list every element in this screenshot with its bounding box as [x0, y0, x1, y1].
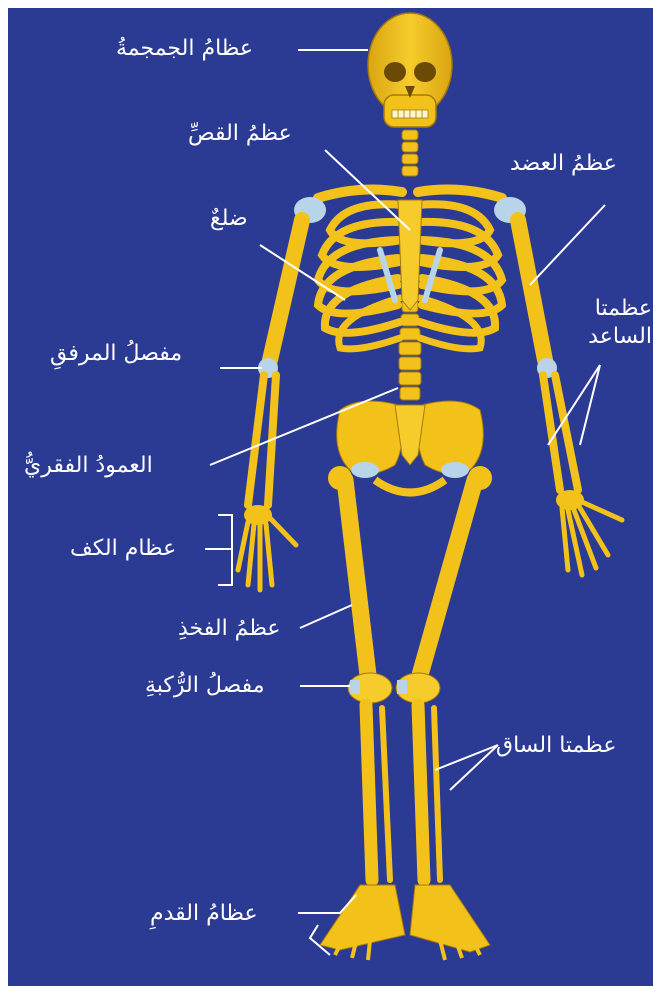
leader-leg-1: [435, 745, 498, 770]
leader-forearm-2: [580, 365, 600, 445]
label-elbow: مفصلُ المرفقِ: [50, 340, 182, 368]
label-spine: العمودُ الفقريُّ: [24, 452, 153, 480]
label-skull: عظامُ الجمجمةُ: [116, 35, 253, 63]
skull: [368, 13, 452, 127]
leader-humerus: [530, 205, 605, 285]
label-forearm: عظمتا الساعد: [572, 295, 652, 351]
label-foot: عظامُ القدمِ: [150, 900, 258, 928]
label-femur: عظمُ الفخذِ: [178, 615, 281, 643]
pelvis: [337, 401, 484, 493]
label-sternum: عظمُ القصِّ: [188, 120, 292, 148]
label-rib: ضلعٌ: [210, 205, 248, 233]
leader-femur: [300, 605, 352, 628]
sternum: [398, 200, 422, 310]
feet: [320, 885, 490, 960]
label-knee: مفصلُ الرُّكبةِ: [145, 672, 265, 700]
label-humerus: عظمُ العضد: [510, 150, 617, 178]
label-leg: عظمتا الساق: [496, 732, 616, 760]
label-hand: عظام الكف: [70, 535, 176, 563]
lower-legs: [366, 705, 440, 880]
femurs: [328, 466, 492, 675]
knees: [348, 673, 440, 703]
hands: [238, 490, 622, 590]
leader-leg-2: [450, 745, 498, 790]
